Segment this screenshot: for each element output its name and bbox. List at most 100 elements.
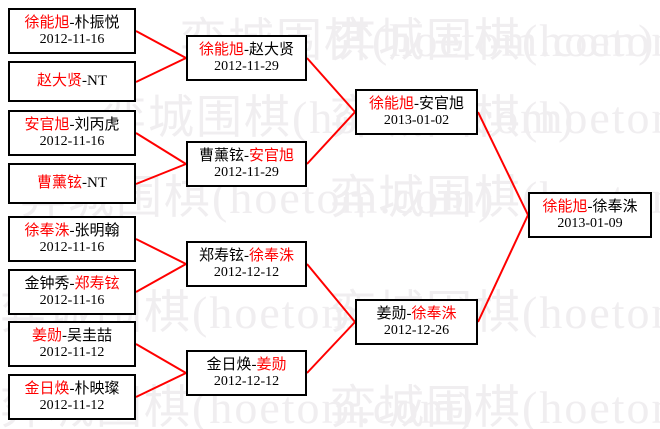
- player-right-r2m4: 姜勋: [256, 356, 287, 373]
- player-right-r1m2: NT: [87, 73, 107, 90]
- match-date-r3m1: 2013-01-02: [383, 112, 450, 128]
- connector-r1m1-to-r2m1: [135, 30, 187, 59]
- match-players-r1m1: 徐能旭-朴振悦: [24, 15, 119, 32]
- player-right-r1m8: 朴映璨: [74, 380, 120, 397]
- match-date-r1m8: 2012-11-12: [39, 397, 105, 413]
- player-right-r1m1: 朴振悦: [74, 14, 120, 31]
- watermark-text: 弈城围棋(hoetom.com): [330, 382, 660, 429]
- connector-r1m2-to-r2m1: [135, 57, 187, 83]
- player-separator: -: [82, 175, 87, 192]
- match-players-r3m2: 姜勋-徐奉洙: [376, 306, 456, 323]
- player-left-r2m3: 郑寿铉: [198, 247, 244, 264]
- connector-r3m1-to-r4m1: [477, 111, 529, 216]
- connector-r1m8-to-r2m4: [135, 372, 187, 398]
- player-left-r3m1: 徐能旭: [368, 95, 414, 112]
- player-right-r2m1: 赵大贤: [249, 41, 295, 58]
- match-date-r2m2: 2012-11-29: [214, 164, 279, 180]
- player-separator: -: [414, 95, 419, 112]
- match-players-r1m2: 赵大贤-NT: [37, 73, 107, 90]
- match-players-r2m3: 郑寿铉-徐奉洙: [199, 248, 294, 265]
- player-separator: -: [244, 41, 249, 58]
- connector-r2m4-to-r3m2: [306, 321, 356, 374]
- player-left-r1m3: 安官旭: [24, 116, 70, 133]
- connector-r2m3-to-r3m2: [306, 263, 356, 323]
- player-right-r1m4: NT: [87, 175, 107, 192]
- player-separator: -: [244, 247, 249, 264]
- player-left-r2m1: 徐能旭: [198, 41, 244, 58]
- player-left-r1m4: 曹薰铉: [36, 175, 82, 192]
- player-left-r1m8: 金日焕: [24, 380, 70, 397]
- player-left-r2m4: 金日焕: [206, 356, 252, 373]
- player-left-r1m1: 徐能旭: [24, 14, 70, 31]
- match-date-r1m1: 2012-11-16: [39, 31, 105, 47]
- player-separator: -: [406, 305, 412, 322]
- connector-r2m2-to-r3m1: [306, 111, 356, 165]
- connector-r1m3-to-r2m2: [135, 132, 187, 165]
- match-players-r3m1: 徐能旭-安官旭: [369, 96, 464, 113]
- match-players-r1m7: 姜勋-吴圭喆: [32, 328, 112, 345]
- connector-r1m6-to-r2m3: [135, 263, 187, 293]
- match-date-r2m1: 2012-11-29: [214, 58, 279, 74]
- player-left-r1m2: 赵大贤: [36, 73, 82, 90]
- player-right-r1m6: 郑寿铉: [74, 275, 120, 292]
- player-left-r1m7: 姜勋: [31, 327, 62, 344]
- player-left-r1m6: 金钟秀: [24, 275, 70, 292]
- player-right-r2m3: 徐奉洙: [249, 247, 295, 264]
- match-players-r1m3: 安官旭-刘丙虎: [24, 117, 119, 134]
- match-date-r2m3: 2012-12-12: [213, 264, 280, 280]
- match-box-r1m2[interactable]: 赵大贤-NT: [8, 61, 136, 102]
- watermark-text: 弈城围棋(hoetom.com): [330, 15, 660, 66]
- player-right-r4m1: 徐奉洙: [592, 198, 638, 215]
- connector-r1m4-to-r2m2: [135, 163, 187, 185]
- player-separator: -: [69, 14, 75, 31]
- match-players-r4m1: 徐能旭-徐奉洙: [542, 199, 637, 216]
- connector-r1m5-to-r2m3: [135, 238, 187, 265]
- match-box-r1m4[interactable]: 曹薰铉-NT: [8, 163, 136, 204]
- watermark-text: 弈城围棋(hoetom.com): [100, 92, 576, 143]
- match-date-r1m3: 2012-11-16: [39, 133, 105, 149]
- player-separator: -: [82, 73, 87, 90]
- player-left-r4m1: 徐能旭: [542, 198, 588, 215]
- player-separator: -: [62, 327, 67, 344]
- connector-r3m2-to-r4m1: [477, 214, 529, 323]
- player-right-r3m2: 徐奉洙: [411, 305, 457, 322]
- player-separator: -: [244, 147, 249, 164]
- match-date-r1m7: 2012-11-12: [39, 344, 105, 360]
- player-separator: -: [69, 222, 75, 239]
- match-players-r2m2: 曹薰铉-安官旭: [199, 148, 294, 165]
- player-separator: -: [69, 116, 75, 133]
- match-date-r4m1: 2013-01-09: [557, 215, 623, 231]
- match-date-r1m5: 2012-11-16: [39, 239, 105, 255]
- player-separator: -: [587, 198, 593, 215]
- player-right-r3m1: 安官旭: [419, 95, 465, 112]
- match-players-r2m4: 金日焕-姜勋: [206, 357, 286, 374]
- player-separator: -: [69, 380, 75, 397]
- player-separator: -: [69, 275, 75, 292]
- connector-r1m7-to-r2m4: [135, 343, 187, 374]
- match-players-r1m4: 曹薰铉-NT: [37, 175, 107, 192]
- match-date-r1m6: 2012-11-16: [39, 292, 105, 308]
- player-left-r3m2: 姜勋: [376, 305, 407, 322]
- player-right-r1m7: 吴圭喆: [67, 327, 113, 344]
- connector-r2m1-to-r3m1: [306, 57, 356, 113]
- match-players-r1m6: 金钟秀-郑寿铉: [24, 276, 119, 293]
- player-right-r2m2: 安官旭: [249, 147, 295, 164]
- player-right-r1m3: 刘丙虎: [74, 116, 120, 133]
- match-players-r1m5: 徐奉洙-张明翰: [24, 223, 119, 240]
- player-separator: -: [251, 356, 257, 373]
- match-date-r2m4: 2012-12-12: [213, 373, 280, 389]
